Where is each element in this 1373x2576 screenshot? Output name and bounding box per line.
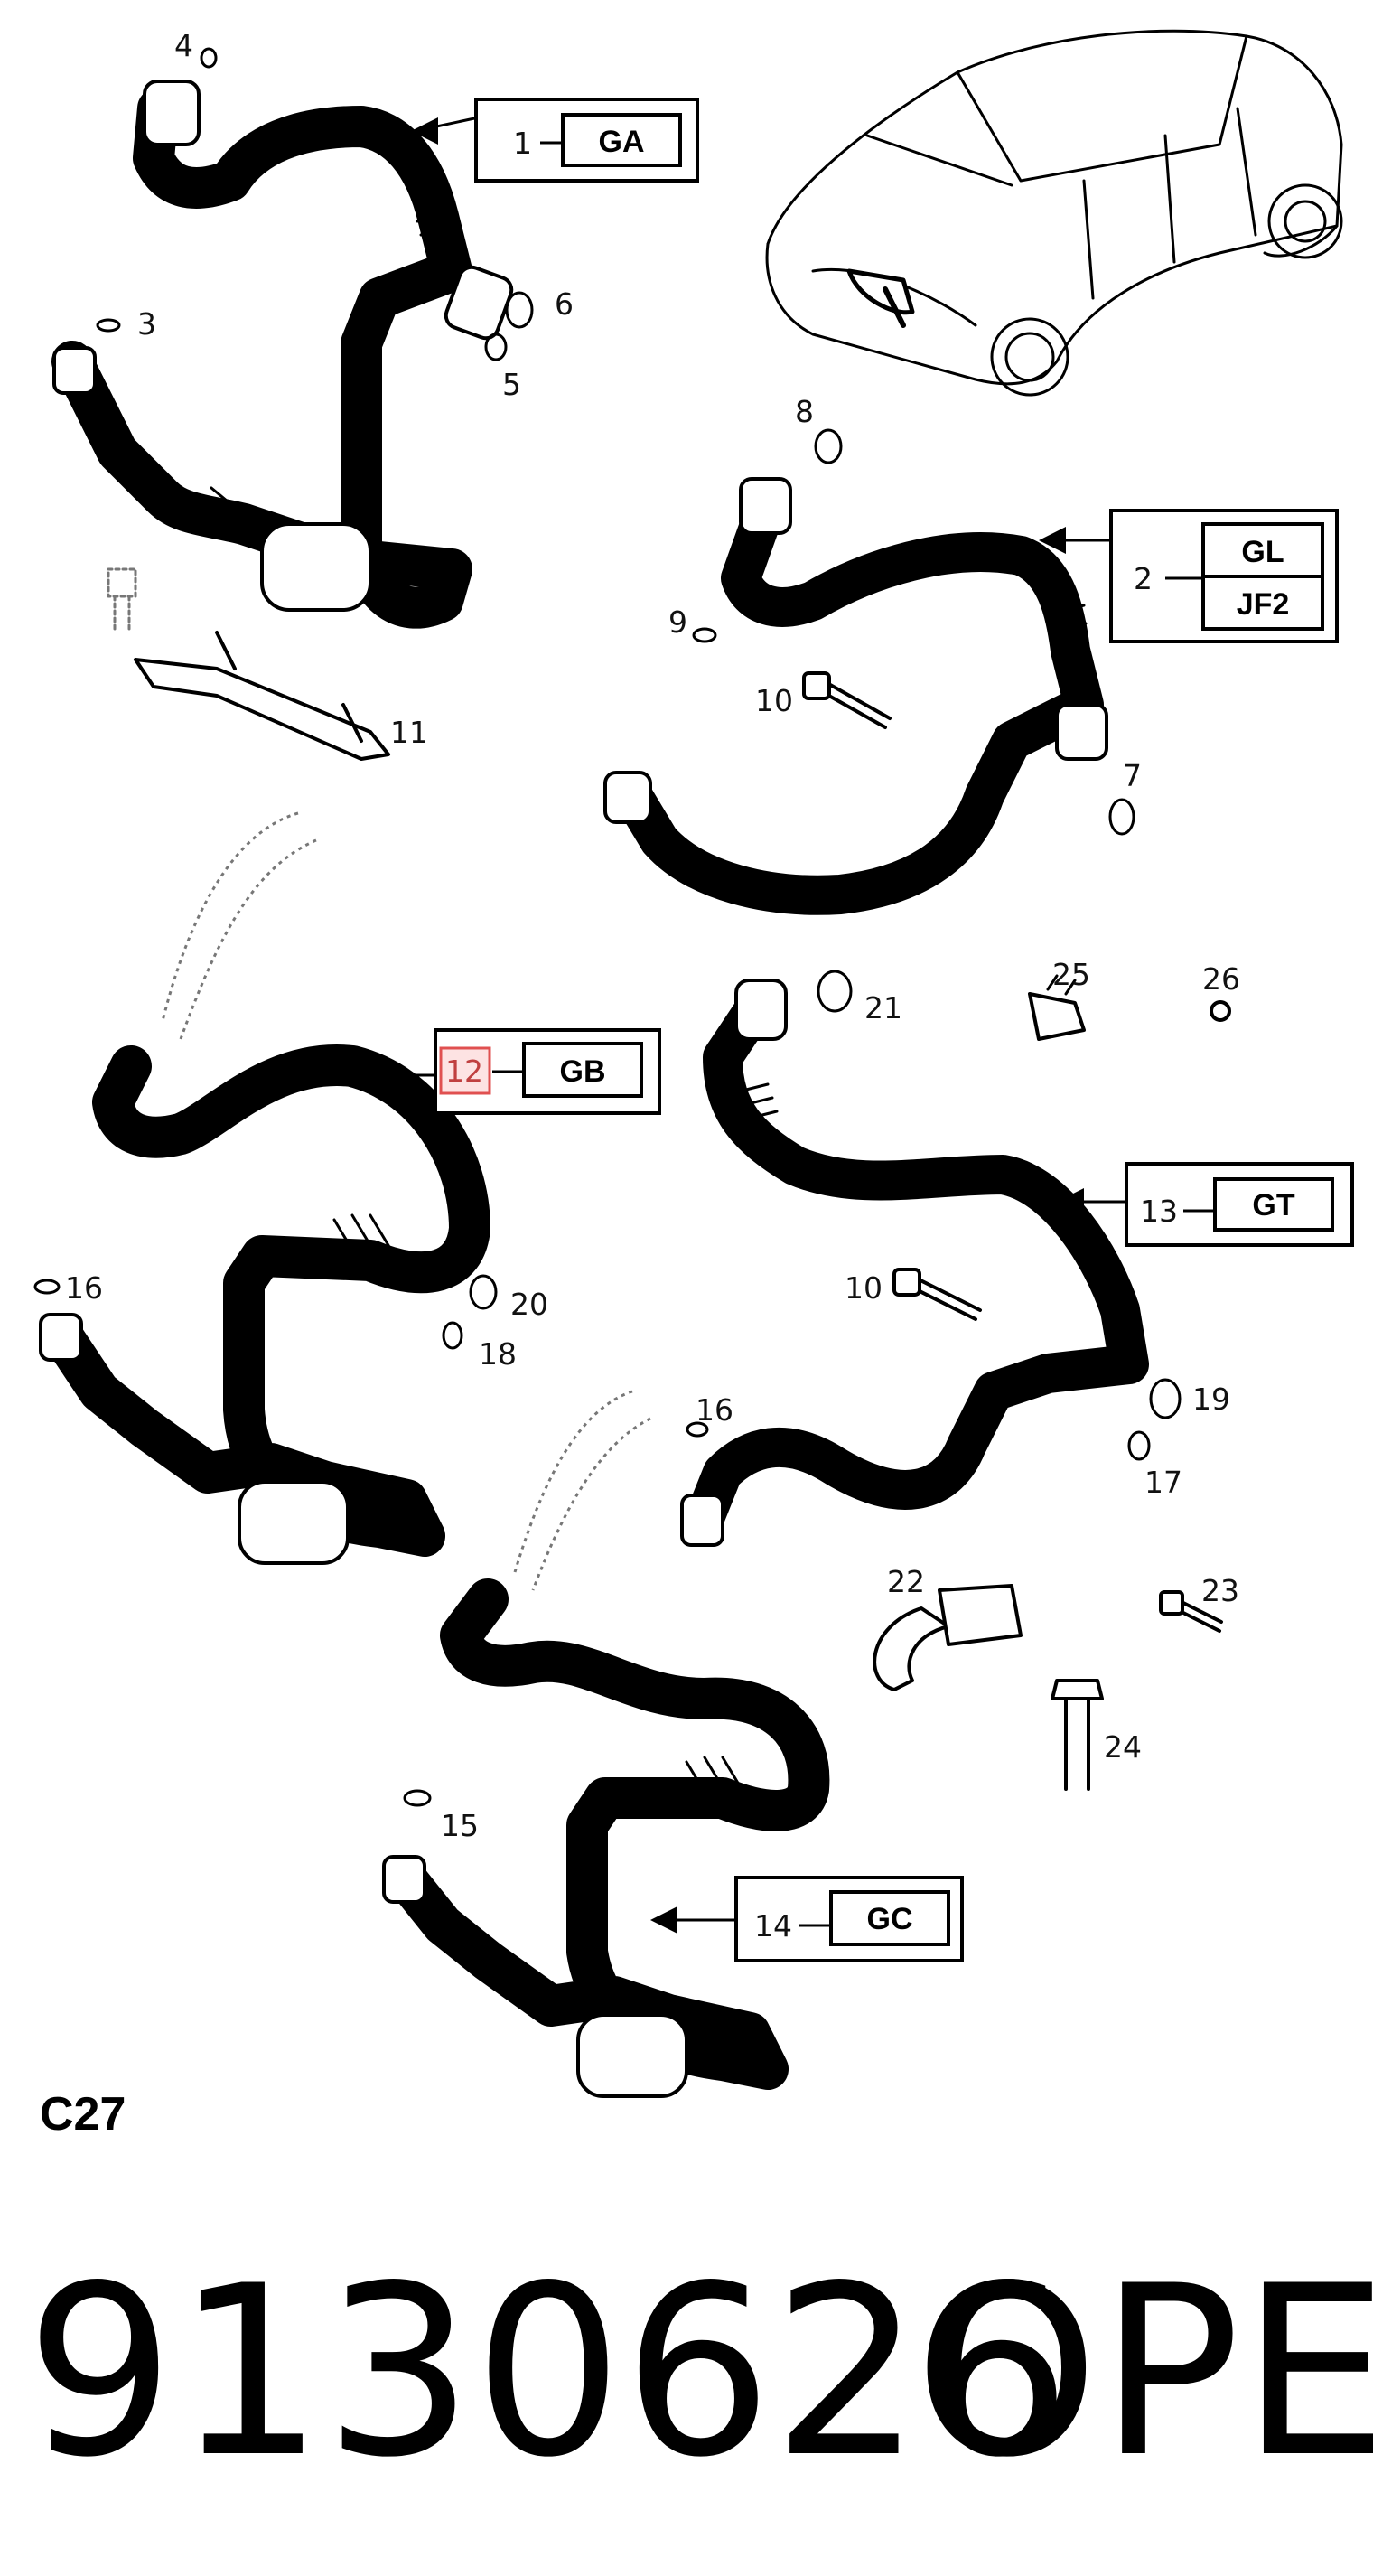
callout-1[interactable]: 1 GA: [411, 98, 699, 183]
callout-14-code: GC: [867, 1902, 913, 1936]
part-label-10b: 10: [845, 1270, 883, 1306]
part-label-25: 25: [1052, 957, 1090, 992]
diagram-id: C27: [40, 2088, 126, 2140]
part-label-16b: 16: [696, 1392, 733, 1428]
part-label-10a: 10: [755, 683, 793, 718]
part-label-22: 22: [887, 1564, 925, 1599]
callout-12-highlight: [439, 1046, 491, 1095]
hose-13: [680, 979, 1149, 1547]
part-label-19: 19: [1192, 1382, 1230, 1417]
callout-13[interactable]: 13 GT: [1057, 1162, 1354, 1247]
hose-1: [51, 80, 514, 629]
hose-12: [39, 811, 490, 1565]
car-illustration: [765, 29, 1343, 397]
part-label-8: 8: [795, 394, 814, 429]
callout-14-number: 14: [754, 1908, 792, 1944]
part-label-15: 15: [441, 1808, 479, 1843]
part-labels: 3 4 5 6 7 8 9 10 10 11 15 16 16 17 18 19…: [65, 28, 1240, 1843]
part-label-5: 5: [502, 367, 521, 402]
callout-13-code: GT: [1252, 1188, 1294, 1222]
part-label-24: 24: [1104, 1729, 1142, 1765]
part-label-11: 11: [390, 715, 428, 750]
small-parts: [33, 47, 1231, 1807]
callout-12[interactable]: 12 GB: [361, 1028, 661, 1115]
brand-name: OPEL: [914, 2236, 1373, 2509]
callout-12-code: GB: [560, 1054, 606, 1089]
part-number: 9130626: [25, 2236, 1071, 2509]
part-label-18: 18: [479, 1336, 517, 1372]
callout-2-code-2: JF2: [1237, 587, 1290, 622]
part-label-6: 6: [555, 286, 574, 322]
part-label-17: 17: [1144, 1465, 1182, 1500]
part-label-26: 26: [1202, 961, 1240, 997]
callout-1-number: 1: [513, 126, 532, 161]
hose-14: [382, 1390, 830, 2098]
callout-2-number: 2: [1134, 561, 1153, 596]
callout-13-number: 13: [1140, 1194, 1178, 1229]
callout-2-code-1: GL: [1241, 535, 1284, 569]
part-label-21: 21: [864, 990, 902, 1026]
part-label-20: 20: [510, 1287, 548, 1322]
part-label-3: 3: [137, 306, 156, 342]
callout-14[interactable]: 14 GC: [650, 1876, 964, 1962]
part-label-4: 4: [174, 28, 193, 63]
callout-12-number: 12: [445, 1054, 483, 1089]
callout-1-code: GA: [599, 125, 645, 159]
part-label-9: 9: [668, 604, 687, 640]
hose-2: [603, 477, 1108, 915]
part-label-7: 7: [1123, 758, 1142, 793]
part-label-16a: 16: [65, 1270, 103, 1306]
part-label-23: 23: [1201, 1573, 1239, 1608]
callout-2[interactable]: 2 GL JF2: [1039, 509, 1339, 643]
